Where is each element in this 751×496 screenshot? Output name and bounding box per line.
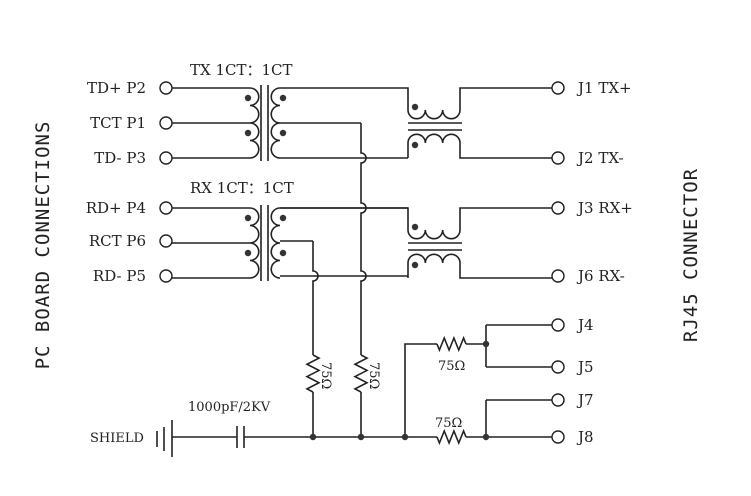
rj45-terminal (551, 81, 565, 95)
tx-wire (459, 143, 552, 159)
pcb-pin-label: RD+ P4 (86, 199, 146, 217)
tx-choke-dot (411, 103, 419, 111)
tx-wire (459, 87, 552, 110)
resistor-2-label: 75Ω (366, 362, 381, 389)
rx-transformer-label: RX 1CT：1CT (190, 179, 294, 197)
pcb-terminal (159, 269, 173, 283)
tx-polarity-dot (244, 94, 252, 102)
tx-primary-coil (249, 87, 260, 159)
rx-wire (459, 207, 552, 230)
pcb-terminal (159, 201, 173, 215)
rx-polarity-dot (279, 214, 287, 222)
junction-dot (357, 433, 365, 441)
rj45-pin-label: J2 TX- (576, 149, 624, 167)
rj45-connector-title: RJ45 CONNECTOR (680, 168, 702, 342)
rj45-terminal (551, 393, 565, 407)
tx-choke-coil (407, 109, 461, 120)
rj45-terminal (551, 318, 565, 332)
rj45-terminal (551, 201, 565, 215)
pc-board-title: PC BOARD CONNECTIONS (32, 121, 54, 370)
resistor-4 (436, 428, 467, 446)
rj45-terminal (551, 430, 565, 444)
resistor-2 (353, 354, 369, 393)
junction-dot (482, 340, 490, 348)
tx-secondary-coil (270, 87, 281, 159)
rx-choke-coil (407, 253, 461, 264)
tx-choke-coil (407, 133, 461, 144)
rx-center-tap-wire (312, 241, 319, 355)
pcb-pin-label: TD+ P2 (87, 79, 146, 97)
rj45-terminal (551, 151, 565, 165)
tx-wire (280, 87, 409, 110)
junction-dot (309, 433, 317, 441)
rj45-pin-label: J8 (576, 428, 594, 446)
rj45-pin-label: J3 RX+ (576, 199, 633, 217)
pcb-pin-label: RD- P5 (93, 267, 146, 285)
pcb-pin-label: TD- P3 (94, 149, 146, 167)
rj45-pin-label: J5 (576, 358, 594, 376)
tx-polarity-dot (244, 129, 252, 137)
rx-primary-coil (249, 207, 260, 279)
tx-polarity-dot (279, 129, 287, 137)
rx-polarity-dot (279, 249, 287, 257)
rx-secondary-coil (270, 207, 281, 279)
rx-wire (459, 263, 552, 279)
rj45-pin-label: J7 (576, 391, 594, 409)
rj45-pin-label: J1 TX+ (576, 79, 632, 97)
tx-transformer-label: TX 1CT：1CT (190, 61, 293, 79)
rx-wire (280, 207, 409, 230)
rj45-terminal (551, 360, 565, 374)
tx-center-tap-wire (360, 123, 367, 355)
resistor-3 (436, 335, 467, 353)
capacitor-value-label: 1000pF/2KV (188, 400, 271, 415)
resistor-1 (305, 354, 321, 393)
tx-choke-dot (411, 141, 419, 149)
rx-choke-dot (411, 223, 419, 231)
rx-choke-coil (407, 229, 461, 240)
rj45-terminal (551, 269, 565, 283)
wire (404, 343, 437, 437)
rx-polarity-dot (244, 214, 252, 222)
shield-label: SHIELD (90, 431, 144, 446)
rj45-pin-label: J4 (576, 316, 594, 334)
rx-polarity-dot (244, 249, 252, 257)
rj45-pin-label: J6 RX- (576, 267, 625, 285)
resistor-4-label: 75Ω (435, 416, 462, 431)
pcb-pin-label: TCT P1 (90, 114, 146, 132)
resistor-3-label: 75Ω (438, 359, 465, 374)
rx-choke-dot (411, 261, 419, 269)
pcb-pin-label: RCT P6 (89, 232, 146, 250)
junction-dot (482, 433, 490, 441)
tx-polarity-dot (279, 94, 287, 102)
pcb-terminal (159, 81, 173, 95)
pcb-terminal (159, 151, 173, 165)
resistor-1-label: 75Ω (318, 362, 333, 389)
pcb-terminal (159, 116, 173, 130)
junction-dot (401, 433, 409, 441)
pcb-terminal (159, 234, 173, 248)
